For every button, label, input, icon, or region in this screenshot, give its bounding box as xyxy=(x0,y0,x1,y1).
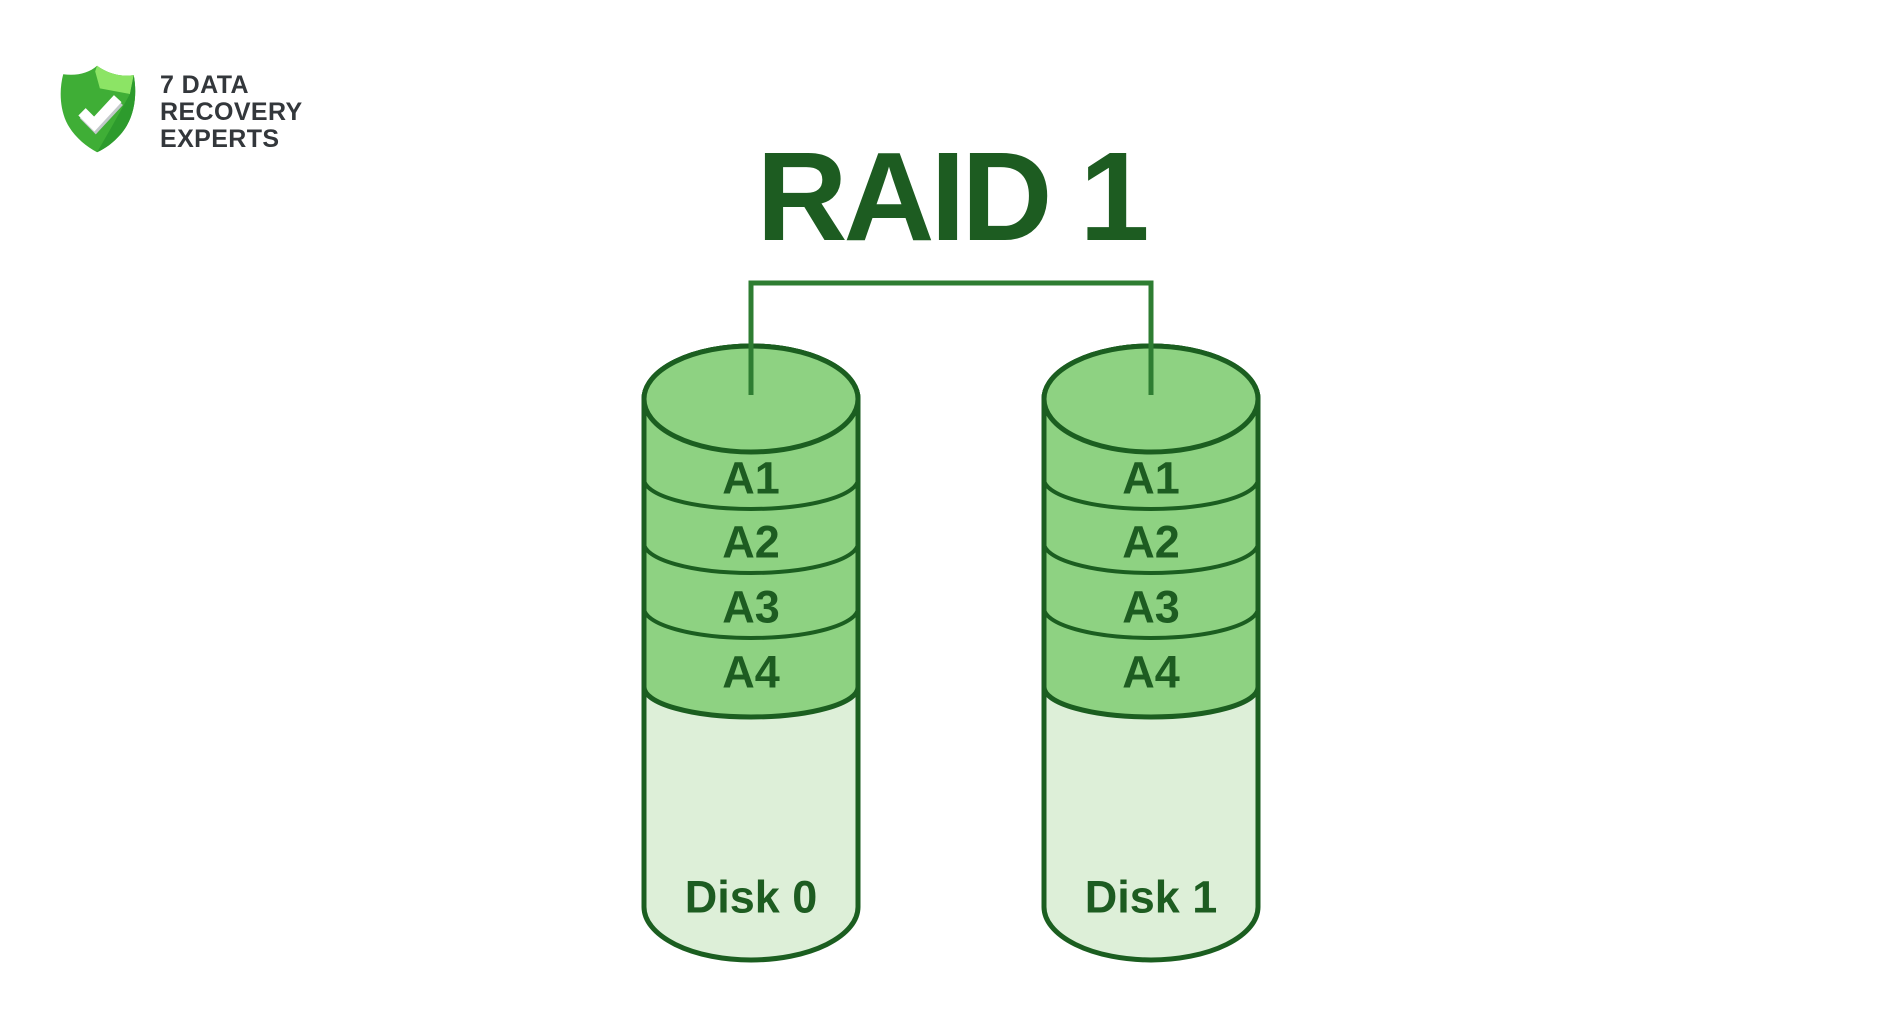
shield-check-icon xyxy=(60,65,136,153)
platter-divider-line xyxy=(642,542,860,575)
logo: 7 DATA RECOVERY EXPERTS xyxy=(50,62,303,156)
disk-name-label: Disk 1 xyxy=(1085,872,1218,923)
platter-divider-line xyxy=(642,607,860,640)
platter-divider-line xyxy=(1042,607,1260,640)
disk-name-label: Disk 0 xyxy=(685,872,818,923)
logo-line-2: RECOVERY xyxy=(160,98,303,126)
mirror-connector-line xyxy=(748,280,1154,395)
block-label: A3 xyxy=(722,582,780,633)
logo-text: 7 DATA RECOVERY EXPERTS xyxy=(160,72,303,153)
platter-divider-line xyxy=(1042,478,1260,511)
block-label: A3 xyxy=(1122,582,1180,633)
block-label: A4 xyxy=(722,647,780,698)
logo-line-1: 7 DATA xyxy=(160,71,249,99)
block-label: A1 xyxy=(722,453,780,504)
block-label: A2 xyxy=(722,517,780,568)
block-label: A2 xyxy=(1122,517,1180,568)
shield-shade-facet xyxy=(97,75,136,153)
platter-divider-line xyxy=(642,478,860,511)
shield-highlight-facet xyxy=(95,65,134,94)
logo-line-3: EXPERTS xyxy=(160,125,280,153)
block-label: A4 xyxy=(1122,647,1180,698)
platter-divider-line xyxy=(1042,542,1260,575)
block-label: A1 xyxy=(1122,453,1180,504)
diagram-title: RAID 1 xyxy=(756,126,1146,267)
check-icon xyxy=(78,95,122,132)
